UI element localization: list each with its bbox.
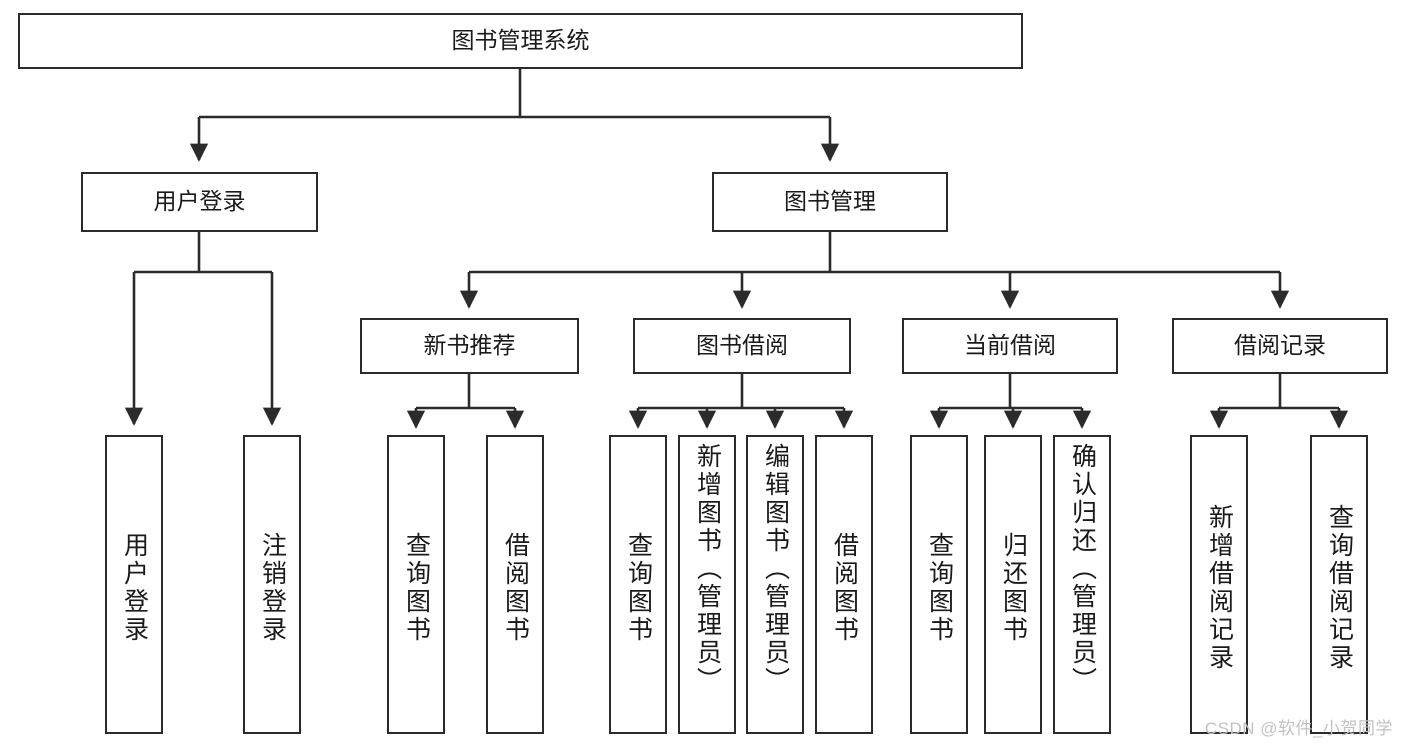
node-leaf-edit-book-admin[interactable]: 编辑图书（管理员）: [746, 435, 804, 734]
node-book-manage[interactable]: 图书管理: [712, 172, 948, 232]
node-root-system[interactable]: 图书管理系统: [18, 13, 1023, 69]
node-leaf-add-book-admin[interactable]: 新增图书（管理员）: [678, 435, 736, 734]
node-book-borrow[interactable]: 图书借阅: [633, 318, 851, 374]
node-leaf-add-borrow-record[interactable]: 新增借阅记录: [1190, 435, 1248, 734]
node-label: 用户登录: [153, 188, 246, 215]
node-leaf-query-borrow-record[interactable]: 查询借阅记录: [1310, 435, 1368, 734]
node-label: 图书管理: [784, 188, 876, 215]
node-borrow-record[interactable]: 借阅记录: [1172, 318, 1388, 374]
node-label: 借阅图书: [830, 531, 859, 644]
node-leaf-user-login[interactable]: 用户登录: [105, 435, 163, 734]
node-label: 用户登录: [120, 531, 149, 644]
node-label: 查询图书: [402, 531, 431, 644]
node-label: 查询图书: [624, 531, 653, 644]
node-label: 图书管理系统: [451, 27, 590, 54]
node-leaf-query-book-3[interactable]: 查询图书: [910, 435, 968, 734]
node-leaf-logout[interactable]: 注销登录: [243, 435, 301, 734]
node-label: 新增图书（管理员）: [693, 443, 722, 695]
node-label: 查询图书: [925, 531, 954, 644]
node-label: 归还图书: [999, 531, 1028, 644]
node-user-login[interactable]: 用户登录: [81, 172, 318, 232]
node-leaf-query-book-2[interactable]: 查询图书: [609, 435, 667, 734]
node-label: 借阅记录: [1234, 332, 1326, 359]
node-leaf-borrow-book-2[interactable]: 借阅图书: [815, 435, 873, 734]
node-leaf-return-book[interactable]: 归还图书: [984, 435, 1042, 734]
node-new-book-recommend[interactable]: 新书推荐: [360, 318, 579, 374]
node-label: 新增借阅记录: [1205, 503, 1234, 672]
watermark-text: CSDN @软件_小贺同学: [1204, 719, 1393, 738]
node-label: 图书借阅: [696, 332, 788, 359]
node-label: 注销登录: [258, 531, 287, 644]
node-label: 编辑图书（管理员）: [761, 443, 790, 695]
node-label: 新书推荐: [423, 332, 516, 359]
node-leaf-confirm-return[interactable]: 确认归还（管理员）: [1053, 435, 1111, 734]
node-current-borrow[interactable]: 当前借阅: [902, 318, 1118, 374]
node-label: 当前借阅: [964, 332, 1056, 359]
node-label: 借阅图书: [501, 531, 530, 644]
node-label: 确认归还（管理员）: [1068, 443, 1097, 695]
node-leaf-borrow-book-1[interactable]: 借阅图书: [486, 435, 544, 734]
node-label: 查询借阅记录: [1325, 503, 1354, 672]
node-leaf-query-book-1[interactable]: 查询图书: [387, 435, 445, 734]
